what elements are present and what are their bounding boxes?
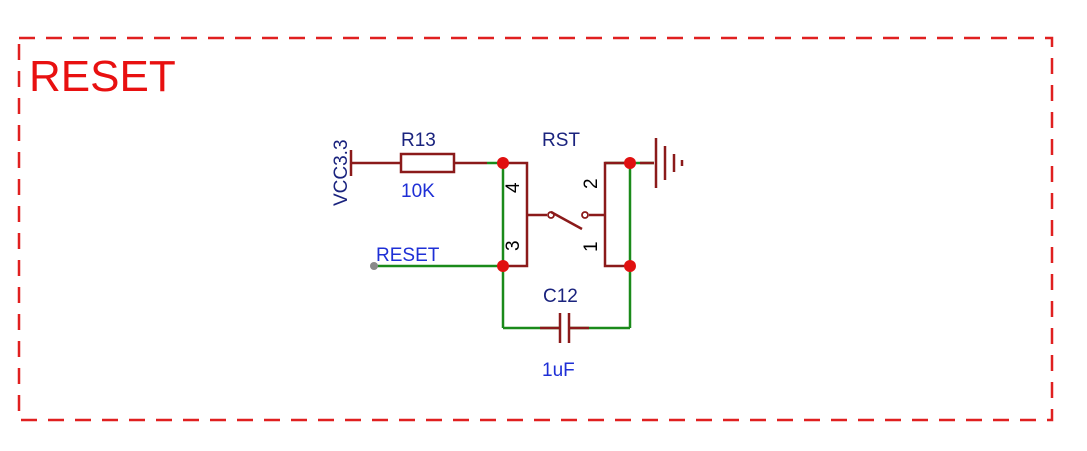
net-label-text: RESET [376, 245, 440, 266]
sheet-frame [17, 36, 1054, 422]
junctions [497, 157, 636, 272]
switch-rst[interactable]: RST 4 3 2 1 [503, 130, 630, 268]
net-label-reset[interactable]: RESET [370, 245, 440, 270]
power-symbol[interactable]: VCC3.3 [331, 139, 372, 206]
junction-dot [624, 157, 636, 169]
pushbutton-switch-icon [547, 210, 589, 231]
junction-dot [624, 260, 636, 272]
sheet-title: RESET [29, 52, 176, 101]
switch-lever [550, 210, 583, 231]
junction-dot [497, 260, 509, 272]
ground-symbol[interactable] [640, 138, 684, 188]
switch-pin-2: 2 [581, 178, 602, 189]
switch-pin-4: 4 [503, 182, 524, 193]
switch-contact-right [581, 211, 589, 219]
switch-pin-1: 1 [581, 241, 602, 252]
ground-icon [654, 138, 684, 188]
switch-designator: RST [542, 130, 580, 151]
switch-pin-3: 3 [503, 240, 524, 251]
resistor-r13[interactable]: R13 10K [372, 130, 487, 202]
switch-right-bracket [603, 161, 630, 268]
capacitor-designator: C12 [543, 286, 578, 307]
capacitor-value: 1uF [542, 360, 575, 381]
power-net-label: VCC3.3 [331, 139, 352, 206]
junction-dot [497, 157, 509, 169]
resistor-designator: R13 [401, 130, 436, 151]
resistor-body-icon [399, 152, 456, 174]
net-port-icon [370, 262, 378, 270]
resistor-value: 10K [401, 181, 435, 202]
capacitor-c12[interactable]: C12 1uF [540, 286, 589, 381]
